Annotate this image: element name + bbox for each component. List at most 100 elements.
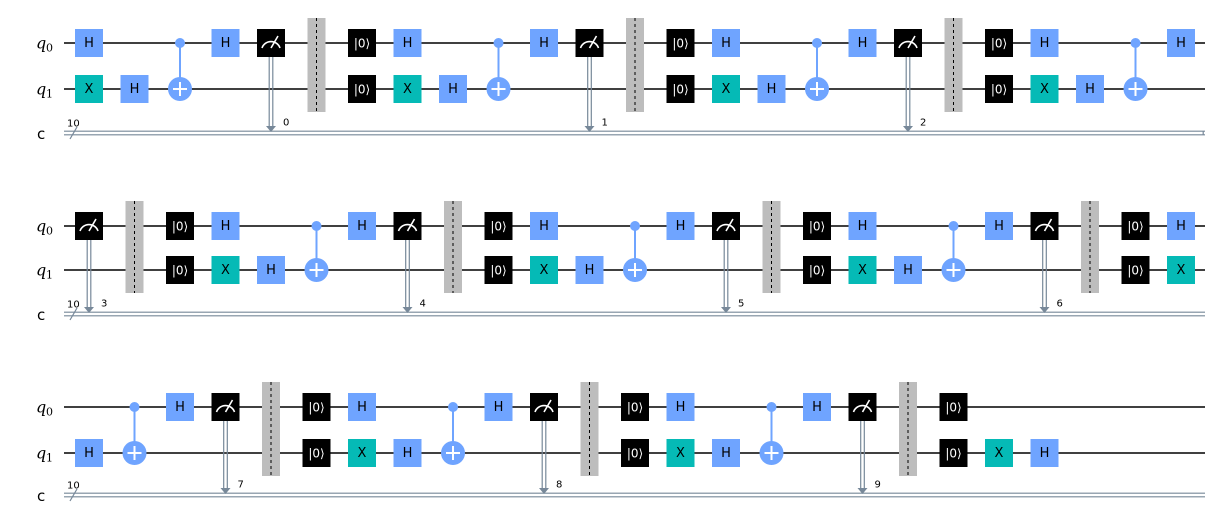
reset-gate[interactable]: |0⟩: [302, 439, 331, 467]
gate-label: H: [1176, 219, 1186, 234]
barrier: [125, 201, 144, 293]
reset-gate[interactable]: |0⟩: [985, 75, 1013, 103]
measure-gate[interactable]: 3: [75, 212, 107, 313]
hadamard-gate[interactable]: H: [1030, 29, 1059, 57]
reset-gate[interactable]: |0⟩: [666, 75, 695, 103]
pauli-x-gate[interactable]: X: [530, 256, 558, 284]
classical-bit-index: 0: [283, 118, 289, 129]
measure-gate[interactable]: 9: [848, 393, 881, 494]
hadamard-gate[interactable]: H: [484, 393, 513, 421]
hadamard-gate[interactable]: H: [894, 256, 922, 284]
hadamard-gate[interactable]: H: [712, 29, 740, 57]
pauli-x-gate[interactable]: X: [985, 439, 1013, 467]
classical-bit-index: 4: [420, 299, 426, 310]
cnot-gate[interactable]: [805, 38, 829, 101]
measure-gate[interactable]: 0: [257, 29, 289, 132]
hadamard-gate[interactable]: H: [211, 212, 240, 240]
cnot-gate[interactable]: [759, 402, 784, 465]
hadamard-gate[interactable]: H: [1076, 75, 1104, 103]
hadamard-gate[interactable]: H: [848, 29, 877, 57]
measure-gate[interactable]: 6: [1030, 212, 1063, 313]
reset-gate[interactable]: |0⟩: [803, 212, 831, 240]
gate-label: H: [539, 219, 549, 234]
hadamard-gate[interactable]: H: [757, 75, 786, 103]
cnot-gate[interactable]: [1123, 38, 1148, 101]
bus-slash-icon: [69, 307, 78, 321]
hadamard-gate[interactable]: H: [439, 75, 467, 103]
reset-gate[interactable]: |0⟩: [348, 75, 376, 103]
measure-gate[interactable]: 8: [530, 393, 562, 494]
cnot-gate[interactable]: [486, 38, 511, 101]
cnot-gate[interactable]: [304, 221, 329, 282]
cnot-gate[interactable]: [441, 402, 465, 465]
cnot-gate[interactable]: [941, 221, 966, 282]
hadamard-gate[interactable]: H: [1167, 29, 1195, 57]
reset-gate[interactable]: |0⟩: [939, 393, 968, 421]
hadamard-gate[interactable]: H: [803, 393, 831, 421]
hadamard-gate[interactable]: H: [1030, 439, 1059, 467]
register-index: 0: [46, 406, 53, 419]
hadamard-gate[interactable]: H: [166, 393, 194, 421]
pauli-x-gate[interactable]: X: [348, 439, 376, 467]
cnot-gate[interactable]: [168, 38, 192, 101]
hadamard-gate[interactable]: H: [985, 212, 1013, 240]
reset-gate[interactable]: |0⟩: [166, 256, 194, 284]
hadamard-gate[interactable]: H: [75, 29, 103, 57]
reset-gate[interactable]: |0⟩: [484, 256, 513, 284]
measure-gate[interactable]: 5: [712, 212, 744, 313]
hadamard-gate[interactable]: H: [393, 439, 422, 467]
hadamard-gate[interactable]: H: [75, 439, 103, 467]
hadamard-gate[interactable]: H: [712, 439, 740, 467]
hadamard-gate[interactable]: H: [257, 256, 285, 284]
pauli-x-gate[interactable]: X: [393, 75, 422, 103]
measure-gate[interactable]: 4: [393, 212, 426, 313]
gate-label: H: [266, 263, 276, 278]
reset-gate[interactable]: |0⟩: [621, 439, 649, 467]
pauli-x-gate[interactable]: X: [848, 256, 877, 284]
reset-gate[interactable]: |0⟩: [302, 393, 331, 421]
reset-gate[interactable]: |0⟩: [1121, 256, 1150, 284]
classical-wire-c: [64, 311, 1205, 317]
classical-wire-c: [64, 492, 1205, 498]
cnot-gate[interactable]: [122, 402, 147, 465]
hadamard-gate[interactable]: H: [211, 29, 240, 57]
reset-gate[interactable]: |0⟩: [621, 393, 649, 421]
hadamard-gate[interactable]: H: [348, 212, 376, 240]
pauli-x-gate[interactable]: X: [712, 75, 740, 103]
reset-gate[interactable]: |0⟩: [1121, 212, 1150, 240]
reset-gate[interactable]: |0⟩: [939, 439, 968, 467]
measure-arrow-icon: [539, 488, 549, 494]
control-dot-icon: [948, 221, 959, 231]
pauli-x-gate[interactable]: X: [666, 439, 695, 467]
hadamard-gate[interactable]: H: [393, 29, 422, 57]
hadamard-gate[interactable]: H: [666, 212, 695, 240]
measure-gate[interactable]: 2: [894, 29, 926, 132]
reset-gate[interactable]: |0⟩: [985, 29, 1013, 57]
hadamard-gate[interactable]: H: [666, 393, 695, 421]
hadamard-gate[interactable]: H: [530, 29, 558, 57]
reset-gate[interactable]: |0⟩: [484, 212, 513, 240]
hadamard-gate[interactable]: H: [120, 75, 149, 103]
hadamard-gate[interactable]: H: [575, 256, 604, 284]
reset-gate[interactable]: |0⟩: [666, 29, 695, 57]
gate-label: H: [585, 263, 595, 278]
hadamard-gate[interactable]: H: [348, 393, 376, 421]
measure-gate[interactable]: 7: [211, 393, 244, 494]
reset-gate[interactable]: |0⟩: [166, 212, 194, 240]
gate-label: |0⟩: [945, 401, 961, 415]
gate-label: H: [994, 219, 1004, 234]
reset-gate[interactable]: |0⟩: [348, 29, 376, 57]
cnot-gate[interactable]: [623, 221, 647, 282]
hadamard-gate[interactable]: H: [530, 212, 558, 240]
pauli-x-gate[interactable]: X: [75, 75, 103, 103]
hadamard-gate[interactable]: H: [848, 212, 877, 240]
measure-arrow-icon: [402, 307, 413, 313]
pauli-x-gate[interactable]: X: [1030, 75, 1059, 103]
hadamard-gate[interactable]: H: [1167, 212, 1195, 240]
pauli-x-gate[interactable]: X: [211, 256, 240, 284]
pauli-x-gate[interactable]: X: [1167, 256, 1195, 284]
reset-gate[interactable]: |0⟩: [803, 256, 831, 284]
measure-gate[interactable]: 1: [575, 29, 608, 132]
